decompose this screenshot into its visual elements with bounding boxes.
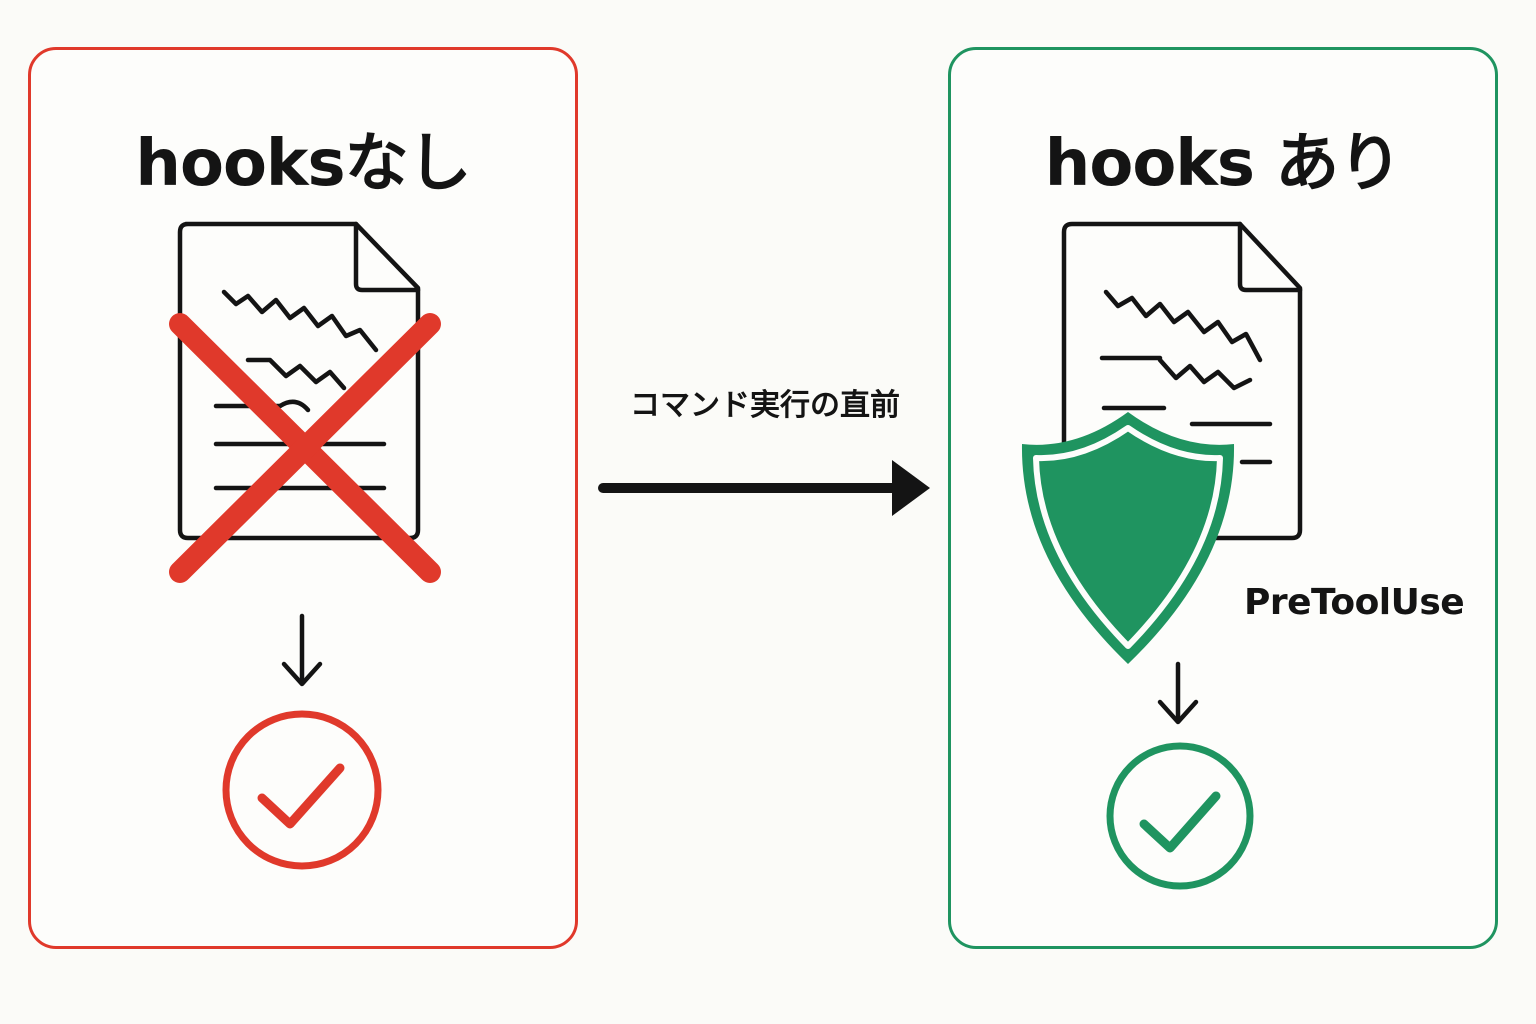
hook-name-label: PreToolUse xyxy=(1244,582,1465,623)
panel-title-without-hooks: hooksなし xyxy=(135,127,471,201)
panel-with-hooks: hooks あり xyxy=(948,47,1498,949)
panel-without-hooks: hooksなし xyxy=(28,47,578,949)
right-arrow-icon xyxy=(598,460,930,516)
transition-label: コマンド実行の直前 xyxy=(630,388,900,423)
panel-title-with-hooks: hooks あり xyxy=(1044,127,1402,201)
